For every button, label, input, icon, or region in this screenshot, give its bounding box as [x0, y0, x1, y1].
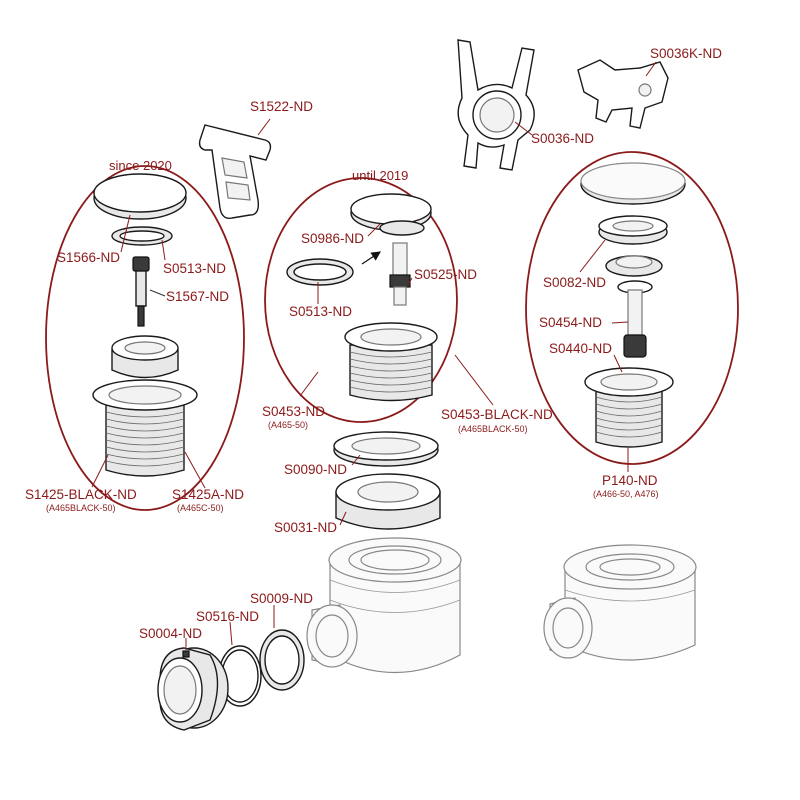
label-s0453-black-sub: (A465BLACK-50) [458, 424, 528, 434]
label-s0082: S0082-ND [543, 275, 607, 290]
label-s1425a: S1425A-ND [172, 487, 245, 502]
s0004-nut [157, 638, 229, 731]
label-s0004: S0004-ND [139, 626, 203, 641]
group-oval-since-2020 [45, 165, 245, 511]
s0090-gasket [333, 431, 439, 467]
s0516-ring [218, 621, 262, 707]
group-oval-until-2019 [264, 177, 458, 423]
label-s0036k: S0036K-ND [650, 46, 723, 61]
right-group-parts [579, 162, 686, 472]
label-s1522: S1522-ND [250, 99, 314, 114]
label-s1425-black-sub: (A465BLACK-50) [46, 503, 116, 513]
group-title-until-2019: until 2019 [352, 168, 409, 183]
label-s0525: S0525-ND [414, 267, 478, 282]
label-s0031: S0031-ND [274, 520, 338, 535]
label-s1566: S1566-ND [57, 250, 121, 265]
s1522-tool [198, 118, 272, 219]
trap-body-center [306, 537, 462, 674]
group-oval-p140 [525, 151, 739, 465]
label-s1425a-sub: (A465C-50) [177, 503, 224, 513]
label-s0036: S0036-ND [531, 131, 595, 146]
label-s0454: S0454-ND [539, 315, 603, 330]
group-title-since-2020: since 2020 [109, 158, 172, 173]
label-s0453-black: S0453-BLACK-ND [441, 407, 553, 422]
label-s1425-black: S1425-BLACK-ND [25, 487, 137, 502]
s0036-wrench [457, 39, 535, 171]
label-s0513-left: S0513-ND [163, 261, 227, 276]
label-s0453: S0453-ND [262, 404, 326, 419]
label-s0090: S0090-ND [284, 462, 348, 477]
label-s0453-sub: (A465-50) [268, 420, 309, 430]
s0031-gasket [335, 473, 441, 530]
s0036k-wrench [577, 59, 669, 129]
label-s0440: S0440-ND [549, 341, 613, 356]
label-s0009: S0009-ND [250, 591, 314, 606]
label-s1567: S1567-ND [166, 289, 230, 304]
label-p140-sub: (A466-50, A476) [593, 489, 659, 499]
label-s0513-center: S0513-ND [289, 304, 353, 319]
trap-body-right [543, 544, 697, 661]
label-s0986: S0986-ND [301, 231, 365, 246]
center-group-parts [286, 193, 494, 406]
label-p140: P140-ND [602, 473, 658, 488]
left-group-parts [91, 173, 206, 489]
s0009-ring [259, 605, 305, 691]
label-s0516: S0516-ND [196, 609, 260, 624]
